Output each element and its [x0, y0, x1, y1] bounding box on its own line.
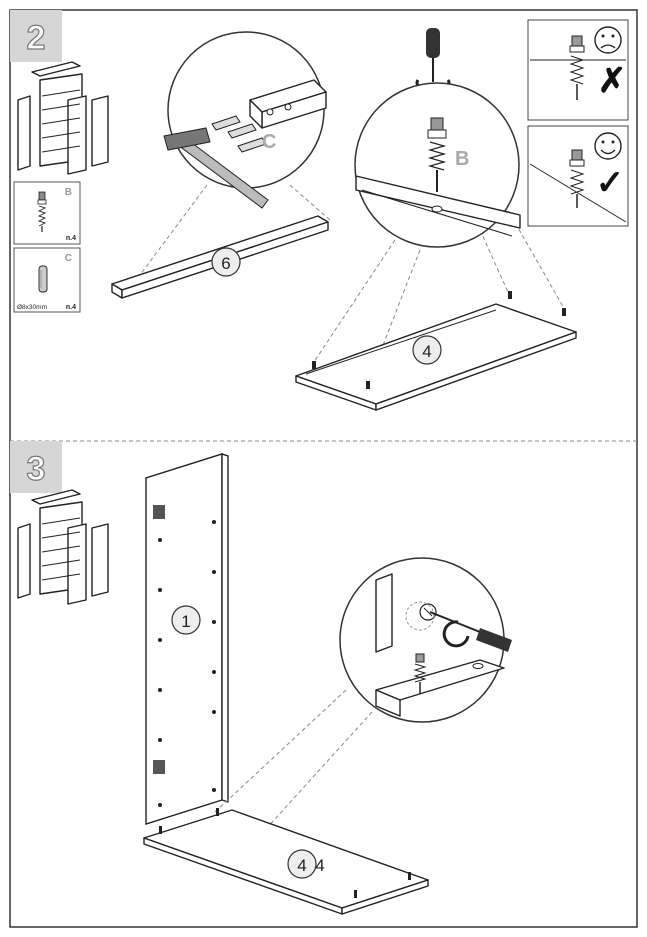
cam-lock-icon: [405, 601, 437, 631]
cabinet-overview-icon: [17, 61, 109, 175]
screwdriver-icon: [415, 28, 451, 93]
bottom-panel: 4: [295, 291, 577, 411]
step-2-badge: 2: [10, 10, 62, 62]
panel-number: 4: [315, 856, 324, 875]
bottom-panel: 4 4: [143, 808, 429, 915]
part-quantity: n.4: [66, 235, 76, 242]
cabinet-overview-icon: [17, 489, 109, 605]
part-quantity: n.4: [66, 304, 76, 311]
cam-bolt-detail-magnifier: B: [311, 82, 566, 385]
screwdriver-icon: [429, 611, 512, 652]
panel-number: 1: [181, 612, 190, 631]
cross-icon: ✗: [598, 62, 627, 100]
happy-face-icon: [594, 132, 622, 160]
hammer-icon: [163, 127, 269, 209]
part-letter: B: [65, 187, 72, 198]
panel-number: 4: [422, 342, 431, 361]
cam-bolt-icon: [37, 191, 47, 232]
sad-face-icon: [594, 26, 622, 54]
dowel-icon: [211, 115, 267, 153]
dowel-detail-magnifier: C: [139, 31, 331, 276]
cam-bolt-icon: [413, 653, 427, 694]
step-number: 2: [27, 19, 46, 57]
step-3-badge: 3: [10, 441, 62, 493]
part-letter: C: [65, 253, 72, 264]
cam-bolt-icon: [569, 35, 585, 100]
part-callout-letter: C: [262, 131, 276, 153]
panel-number: 4: [297, 856, 306, 875]
wrong-orientation-box: ✗: [527, 19, 629, 121]
right-orientation-box: ✓: [527, 125, 629, 227]
part-size: Ø8x30mm: [17, 304, 47, 311]
check-icon: ✓: [596, 164, 625, 202]
parts-box-c: C Ø8x30mm n.4: [13, 247, 81, 313]
hinge-icon: [153, 505, 165, 774]
cam-bolt-icon: [427, 117, 447, 192]
side-panel: 1: [145, 453, 229, 825]
rail-panel: 6: [111, 215, 329, 299]
cam-bolt-icon: [569, 149, 585, 208]
parts-box-b: B n.4: [13, 181, 81, 245]
cam-lock-detail-magnifier: [214, 557, 512, 831]
step-number: 3: [27, 450, 46, 488]
panel-number: 6: [221, 254, 230, 273]
wood-dowel-icon: [38, 265, 48, 293]
part-callout-letter: B: [455, 148, 469, 170]
